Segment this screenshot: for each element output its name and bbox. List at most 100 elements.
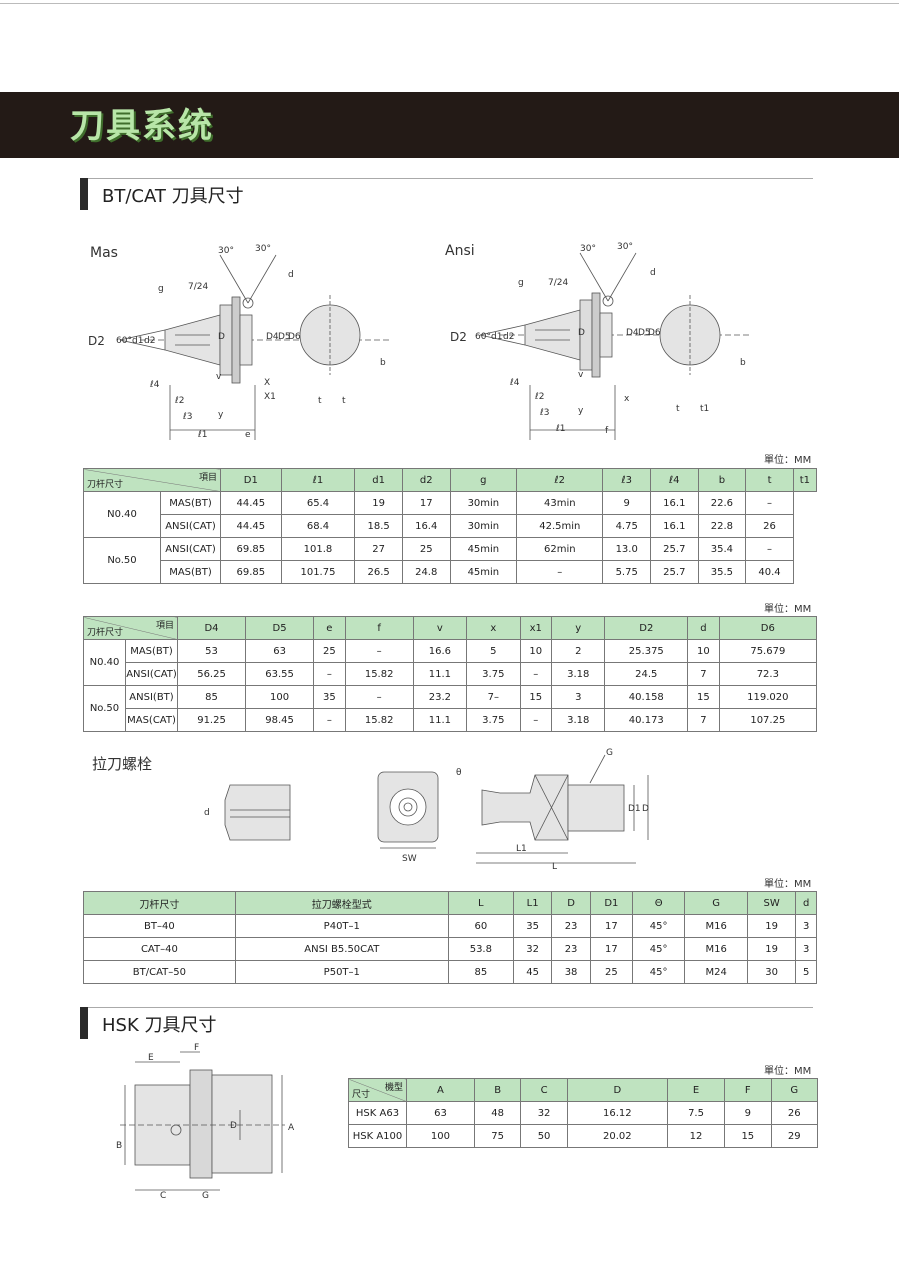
svg-text:d: d — [204, 808, 210, 818]
table-cell: 60 — [447, 914, 514, 938]
table-cell: 25 — [401, 537, 451, 561]
svg-text:ℓ1: ℓ1 — [555, 424, 565, 434]
table-cell: 19 — [746, 914, 797, 938]
svg-text:d1: d1 — [132, 336, 143, 346]
table-cell: – — [313, 708, 346, 732]
column-header: E — [666, 1078, 726, 1102]
table-cell: 100 — [406, 1124, 475, 1148]
table-cell: 27 — [354, 537, 403, 561]
table-cell: 98.45 — [245, 708, 315, 732]
svg-text:x: x — [624, 394, 630, 404]
group-name-cell: N0.40 — [83, 639, 126, 686]
svg-text:D: D — [578, 328, 585, 338]
table-cell: 5.75 — [602, 560, 651, 584]
unit-label: 單位：MM — [764, 1066, 812, 1077]
type-cell: MAS(CAT) — [125, 708, 178, 732]
table-cell: 7– — [466, 685, 521, 709]
unit-label: 單位：MM — [764, 879, 812, 890]
column-header: t1 — [792, 468, 818, 492]
table-cell: 15 — [519, 685, 553, 709]
table-cell: 26 — [745, 514, 794, 538]
table-cell: 11.1 — [412, 708, 468, 732]
table-cell: 3.18 — [551, 662, 606, 686]
table-cell: 3.18 — [551, 708, 606, 732]
table-cell: 13.0 — [602, 537, 651, 561]
svg-text:d2: d2 — [144, 336, 155, 346]
svg-text:X1: X1 — [264, 392, 276, 402]
svg-text:t1: t1 — [700, 404, 709, 414]
section-title: HSK 刀具尺寸 — [102, 1015, 217, 1036]
column-header: D4 — [176, 616, 247, 640]
column-header: D1 — [220, 468, 282, 492]
table-cell: 19 — [354, 491, 403, 515]
table-cell: 25.375 — [604, 639, 689, 663]
column-header: C — [520, 1078, 568, 1102]
table-cell: 22.8 — [697, 514, 747, 538]
table-cell: 11.1 — [412, 662, 468, 686]
table-cell: 65.4 — [280, 491, 356, 515]
table-cell: HSK A63 — [348, 1101, 407, 1125]
table-cell: 16.6 — [412, 639, 468, 663]
table-cell: – — [516, 560, 604, 584]
column-header: t — [745, 468, 794, 492]
table-cell: 38 — [551, 960, 591, 984]
svg-text:v: v — [578, 370, 584, 380]
table-cell: 23 — [551, 914, 591, 938]
table-cell: 16.1 — [650, 491, 699, 515]
column-header: d1 — [354, 468, 403, 492]
svg-text:ℓ2: ℓ2 — [534, 392, 544, 402]
svg-text:ℓ2: ℓ2 — [174, 396, 184, 406]
svg-text:e: e — [245, 430, 251, 440]
table-cell: 3.75 — [466, 662, 521, 686]
svg-text:g: g — [518, 278, 524, 288]
svg-text:G: G — [202, 1191, 209, 1200]
svg-text:30°: 30° — [617, 242, 633, 252]
svg-text:t: t — [342, 396, 346, 406]
svg-text:L: L — [552, 862, 557, 870]
table-cell: 32 — [520, 1101, 568, 1125]
table-cell: 44.45 — [220, 514, 282, 538]
table-cell: 17 — [589, 937, 633, 961]
column-header: g — [449, 468, 518, 492]
svg-text:30°: 30° — [580, 244, 596, 254]
hsk-diagram: E F B D A C G — [116, 1043, 295, 1200]
type-cell: ANSI(CAT) — [125, 662, 178, 686]
svg-text:D4: D4 — [266, 332, 279, 342]
svg-text:D4: D4 — [626, 328, 639, 338]
svg-text:ℓ3: ℓ3 — [182, 412, 192, 422]
svg-text:60°: 60° — [116, 336, 132, 346]
table-cell: 17 — [401, 491, 451, 515]
table-cell: – — [519, 662, 553, 686]
column-header: ℓ2 — [516, 468, 604, 492]
table-cell: 16.12 — [566, 1101, 668, 1125]
svg-text:D1: D1 — [628, 804, 641, 814]
type-cell: ANSI(CAT) — [160, 514, 221, 538]
table-cell: 22.6 — [697, 491, 747, 515]
svg-text:ℓ1: ℓ1 — [197, 430, 207, 440]
svg-text:d: d — [650, 268, 656, 278]
svg-text:d2: d2 — [503, 332, 514, 342]
svg-text:D2: D2 — [450, 330, 467, 344]
svg-text:θ: θ — [456, 768, 462, 778]
table-cell: 69.85 — [220, 537, 282, 561]
type-cell: ANSI(BT) — [125, 685, 178, 709]
table-cell: 35.4 — [697, 537, 747, 561]
svg-text:A: A — [288, 1123, 295, 1133]
table-cell: 3 — [795, 937, 817, 961]
table-cell: – — [519, 708, 553, 732]
table-cell: 56.25 — [176, 662, 247, 686]
table-cell: 25.7 — [650, 560, 699, 584]
table-cell: M16 — [684, 937, 748, 961]
column-header: D — [566, 1078, 668, 1102]
svg-text:L1: L1 — [516, 844, 527, 854]
banner: 刀具系统 — [0, 92, 899, 158]
table-cell: P50T–1 — [234, 960, 449, 984]
ansi-title: Ansi — [445, 243, 475, 259]
svg-text:d: d — [288, 270, 294, 280]
type-cell: MAS(BT) — [160, 491, 221, 515]
